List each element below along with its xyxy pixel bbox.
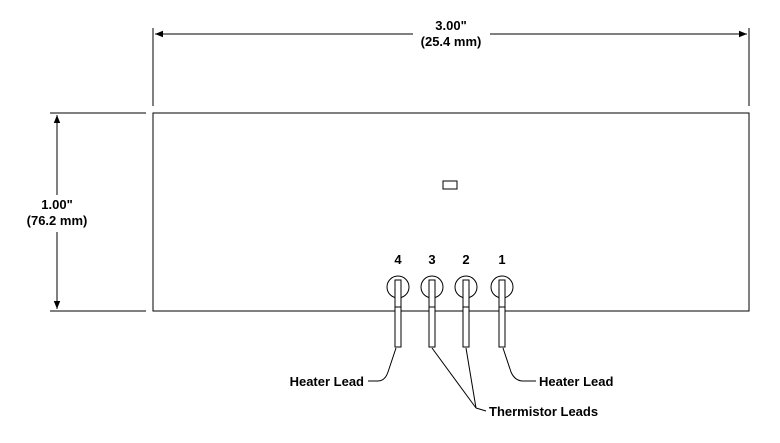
lead-3-wire xyxy=(428,279,436,348)
heater-lead-right-label: Heater Lead xyxy=(539,374,613,389)
pin-number-4: 4 xyxy=(394,252,402,267)
pin-number-1: 1 xyxy=(498,252,505,267)
heater-lead-right-leader xyxy=(502,347,536,382)
height-dimension: 1.00" (76.2 mm) xyxy=(27,112,146,312)
lead-3 xyxy=(420,275,444,348)
thermistor-leads-label: Thermistor Leads xyxy=(489,404,598,419)
width-dimension: 3.00" (25.4 mm) xyxy=(152,18,750,106)
pin-number-3: 3 xyxy=(428,252,435,267)
lead-2 xyxy=(454,275,478,348)
width-inch-label: 3.00" xyxy=(435,18,466,33)
heater-lead-left-leader xyxy=(368,347,397,382)
heater-body xyxy=(152,112,750,312)
thermistor-leader-3 xyxy=(431,347,477,409)
lead-4 xyxy=(386,275,410,348)
lead-1 xyxy=(490,275,514,348)
thermistor-leader-2 xyxy=(465,347,477,409)
width-mm-label: (25.4 mm) xyxy=(421,34,482,49)
lead-1-wire xyxy=(498,279,506,348)
height-inch-label: 1.00" xyxy=(41,197,72,212)
heater-lead-right-callout: Heater Lead xyxy=(502,347,613,389)
thermistor-leads-callout: Thermistor Leads xyxy=(431,347,598,419)
heater-lead-left-callout: Heater Lead xyxy=(290,347,397,389)
lead-4-wire xyxy=(394,279,402,348)
height-mm-label: (76.2 mm) xyxy=(27,213,88,228)
center-marker xyxy=(442,180,458,190)
pin-number-2: 2 xyxy=(462,252,469,267)
lead-2-wire xyxy=(462,279,470,348)
thermistor-leader-tail xyxy=(475,407,487,412)
heater-lead-left-label: Heater Lead xyxy=(290,374,364,389)
